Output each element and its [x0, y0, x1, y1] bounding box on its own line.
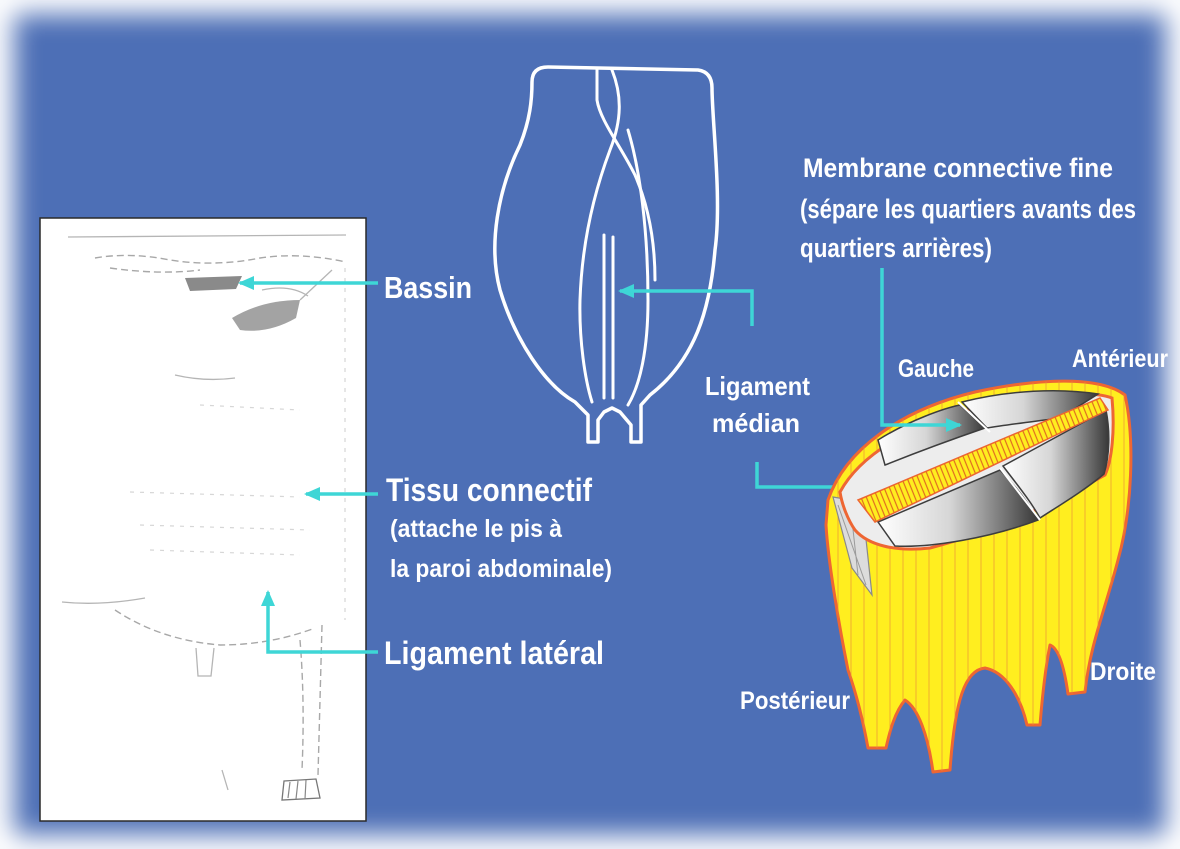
label-ligament-lateral: Ligament latéral: [384, 635, 604, 671]
label-membrane-1: Membrane connective fine: [803, 153, 1113, 183]
arrow-ligament-median-rear: [620, 291, 752, 326]
rear-view-inner-line-3: [628, 130, 648, 405]
label-membrane-2: (sépare les quartiers avants des: [800, 194, 1136, 224]
label-ligament-median-2: médian: [712, 408, 800, 438]
udder-3d-view: [826, 381, 1131, 772]
label-membrane-3: quartiers arrières): [800, 233, 992, 263]
label-droite: Droite: [1090, 658, 1156, 686]
label-posterieur: Postérieur: [740, 687, 850, 715]
label-tissu-connectif-note-1: (attache le pis à: [390, 515, 562, 543]
label-gauche: Gauche: [898, 355, 974, 383]
label-ligament-median-1: Ligament: [705, 371, 810, 401]
label-tissu-connectif: Tissu connectif: [386, 472, 592, 508]
label-tissu-connectif-note-2: la paroi abdominale): [390, 555, 612, 583]
side-view-panel-background: [40, 218, 366, 821]
label-bassin: Bassin: [384, 270, 472, 305]
pelvis-bone-upper: [185, 276, 242, 291]
side-view-panel: [40, 218, 366, 821]
rear-view-udder: [495, 67, 718, 442]
label-anterieur: Antérieur: [1072, 345, 1168, 373]
median-ligament-line: [604, 235, 613, 398]
